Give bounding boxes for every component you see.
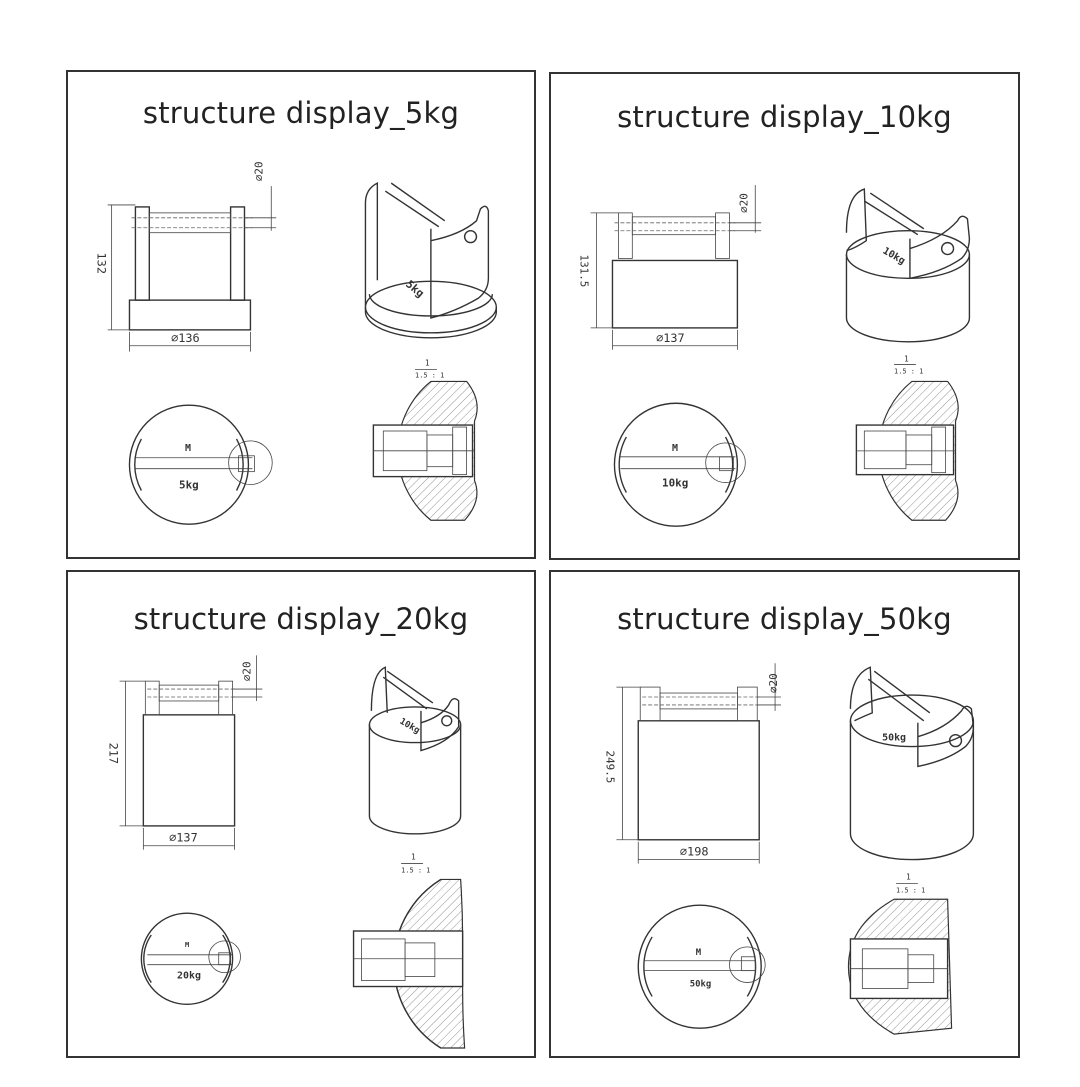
top-view: M 50kg — [637, 904, 766, 1029]
panel-20kg: structure display_20kg 217 ∅137 ∅20 — [66, 570, 536, 1058]
section-detail: 1 1.5 : 1 — [372, 359, 478, 521]
technical-drawing: 217 ∅137 ∅20 10kg M 20kg 1 — [107, 655, 466, 1049]
pin-dimension: ∅20 — [767, 673, 780, 693]
top-view: M 5kg — [128, 404, 273, 525]
iso-view: 5kg — [364, 182, 498, 339]
scale-bottom: 1.5 : 1 — [401, 866, 430, 874]
diameter-dimension: ∅137 — [169, 831, 198, 845]
iso-mass-mark: 50kg — [882, 733, 906, 744]
panel-title: structure display_20kg — [133, 602, 469, 636]
scale-top: 1 — [906, 872, 911, 881]
iso-view: 10kg — [368, 666, 462, 835]
iso-mass-mark: 10kg — [881, 246, 907, 267]
scale-top: 1 — [411, 853, 416, 862]
diameter-dimension: ∅136 — [171, 331, 200, 345]
section-detail: 1 1.5 : 1 — [847, 872, 953, 1035]
mark-m: M — [185, 443, 191, 454]
panel-10kg: structure display_10kg 131.5 ∅137 ∅2 — [549, 72, 1020, 560]
panel-title: structure display_5kg — [142, 96, 460, 130]
mark-m: M — [185, 941, 189, 949]
pin-dimension: ∅20 — [252, 161, 265, 181]
mass-label: 5kg — [179, 479, 199, 492]
front-view: 132 ∅136 ∅20 — [95, 161, 277, 352]
pin-dimension: ∅20 — [737, 193, 750, 213]
technical-drawing: 131.5 ∅137 ∅20 10kg M 10kg 1 — [578, 185, 971, 527]
top-view: M 20kg — [140, 912, 241, 1006]
scale-bottom: 1.5 : 1 — [894, 368, 923, 376]
diameter-dimension: ∅137 — [656, 331, 685, 345]
scale-top: 1 — [904, 355, 909, 364]
panel-title: structure display_50kg — [617, 602, 952, 636]
panel-title: structure display_10kg — [617, 100, 952, 134]
front-view: 131.5 ∅137 ∅20 — [578, 185, 762, 350]
scale-bottom: 1.5 : 1 — [415, 371, 444, 379]
technical-drawing: 249.5 ∅198 ∅20 50kg M 50kg 1 — [604, 663, 975, 1035]
top-view: M 10kg — [613, 402, 746, 527]
section-detail: 1 1.5 : 1 — [352, 853, 466, 1049]
mass-label: 10kg — [662, 477, 688, 490]
pin-dimension: ∅20 — [240, 661, 253, 681]
section-detail: 1 1.5 : 1 — [855, 355, 959, 521]
technical-drawing: 132 ∅136 ∅20 5kg M 5kg — [95, 161, 498, 525]
scale-bottom: 1.5 : 1 — [896, 886, 925, 894]
height-dimension: 131.5 — [578, 255, 591, 288]
height-dimension: 249.5 — [604, 751, 617, 784]
scale-top: 1 — [425, 359, 430, 368]
mass-label: 50kg — [690, 980, 711, 990]
height-dimension: 132 — [95, 253, 109, 274]
iso-view: 10kg — [845, 188, 971, 343]
mark-m: M — [672, 443, 678, 454]
diameter-dimension: ∅198 — [680, 845, 709, 859]
mark-m: M — [696, 948, 701, 958]
front-view: 217 ∅137 ∅20 — [107, 655, 263, 850]
mass-label: 20kg — [177, 971, 201, 982]
iso-mass-mark: 10kg — [398, 717, 422, 736]
panel-5kg: structure display_5kg 132 ∅136 — [66, 70, 536, 559]
panel-50kg: structure display_50kg 249.5 ∅198 ∅2 — [549, 570, 1020, 1058]
height-dimension: 217 — [107, 743, 121, 764]
front-view: 249.5 ∅198 ∅20 — [604, 663, 782, 864]
iso-view: 50kg — [849, 666, 975, 861]
